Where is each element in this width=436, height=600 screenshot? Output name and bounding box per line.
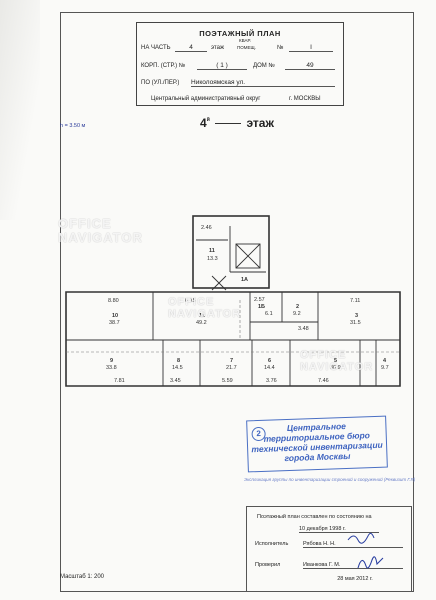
- room-10-area: 38.7: [109, 320, 120, 326]
- room-1b-area: 6.1: [265, 311, 273, 317]
- room-4-id: 4: [383, 358, 387, 364]
- stair-block: [192, 215, 270, 289]
- floor-number: 4: [200, 116, 207, 130]
- title-block: ПОЭТАЖНЫЙ ПЛАН НА ЧАСТЬ 4 этаж КВАР. ПОМ…: [136, 22, 344, 106]
- floor-label: этаж: [246, 116, 274, 130]
- footer-block: Поэтажный план составлен по состоянию на…: [246, 506, 412, 592]
- district: Центральный административный округ: [151, 96, 261, 102]
- executor-name: Рябова Н. Н.: [303, 541, 403, 548]
- room-6-area: 14.4: [264, 365, 275, 371]
- watermark-right-line-2: NAVIGATOR: [300, 361, 374, 373]
- watermark-line-1: OFFICE: [58, 216, 112, 231]
- room-7-area: 21.7: [226, 365, 237, 371]
- building-label: КОРП. (СТР.) №: [141, 63, 186, 69]
- watermark: OFFICE NAVIGATOR: [58, 217, 143, 245]
- ceiling-height-note: h = 3.50 м: [60, 123, 86, 129]
- room-9-id: 9: [110, 358, 114, 364]
- room-3-id: 3: [355, 313, 359, 319]
- room-8-area: 14.5: [172, 365, 183, 371]
- room-11-id: 11: [209, 248, 215, 254]
- footer-line-1: Поэтажный план составлен по состоянию на: [257, 514, 372, 520]
- floor-heading: 4й этаж: [200, 116, 274, 130]
- room-10-dim: 8.80: [108, 298, 119, 304]
- room-3-area: 31.5: [350, 320, 361, 326]
- room-6-id: 6: [268, 358, 272, 364]
- room-2-area: 9.2: [293, 311, 301, 317]
- room-6-dim: 3.76: [266, 378, 277, 384]
- apt-label-2: ПОМЕЩ.: [237, 45, 256, 50]
- stamp-note: Экспликация группы по инвентаризации стр…: [244, 477, 416, 482]
- watermark-line-2: NAVIGATOR: [58, 230, 143, 245]
- room-3-dim: 7.11: [350, 298, 361, 304]
- room-11-extra: 2.46: [201, 225, 212, 231]
- room-8-dim: 3.45: [170, 378, 181, 384]
- executor-label: Исполнитель: [255, 541, 289, 547]
- executor-signature: [347, 532, 375, 544]
- room-12-id: 12: [199, 313, 206, 319]
- plan-title: ПОЭТАЖНЫЙ ПЛАН: [199, 29, 281, 38]
- room-9-dim: 7.81: [114, 378, 125, 384]
- checker-name: Иванкова Г. М.: [303, 562, 403, 569]
- room-1b-dim: 2.57: [254, 297, 265, 303]
- part-unit: этаж: [211, 45, 224, 51]
- room-1b-id: 1Б: [258, 304, 266, 310]
- room-1a-id: 1А: [241, 277, 249, 283]
- floor-outline: [65, 291, 401, 387]
- page-frame: [60, 12, 414, 592]
- street-label: ПО (УЛ./ПЕР.): [141, 80, 180, 86]
- building-value: ( 1 ): [197, 62, 247, 70]
- watermark-center-line-1: OFFICE: [168, 296, 215, 308]
- room-2-dim: 3.48: [298, 326, 309, 332]
- floor-suffix: й: [206, 117, 210, 123]
- watermark-center-line-2: NAVIGATOR: [168, 308, 242, 320]
- scale-label: Масштаб 1: 200: [60, 574, 105, 580]
- room-5-area: 30.9: [330, 365, 341, 371]
- footer-date-2: 28 мая 2012 г.: [337, 576, 373, 582]
- street-value: Николоямская ул.: [191, 79, 335, 87]
- room-8-id: 8: [177, 358, 181, 364]
- watermark-center: OFFICE NAVIGATOR: [168, 296, 241, 320]
- room-4-area: 9.7: [381, 365, 389, 371]
- room-12-dim: 6.15: [185, 298, 196, 304]
- room-10-id: 10: [112, 313, 119, 319]
- part-value: 4: [175, 44, 207, 52]
- room-12-area: 49.2: [196, 320, 207, 326]
- city: г. МОСКВЫ: [289, 96, 321, 102]
- apt-value: I: [289, 44, 333, 52]
- room-7-id: 7: [230, 358, 234, 364]
- room-5-id: 5: [334, 358, 338, 364]
- room-11-area: 13.3: [207, 256, 218, 262]
- page-fold-shadow: [0, 0, 40, 220]
- checker-label: Проверил: [255, 562, 281, 568]
- watermark-right-line-1: OFFICE: [300, 349, 347, 361]
- checker-signature: [357, 556, 384, 569]
- apt-label-1: КВАР.: [239, 38, 251, 43]
- apt-no-label: №: [277, 45, 284, 51]
- house-value: 49: [285, 62, 335, 70]
- watermark-right: OFFICE NAVIGATOR: [300, 349, 373, 373]
- part-label: НА ЧАСТЬ: [141, 45, 171, 51]
- house-label: ДОМ №: [253, 63, 275, 69]
- footer-date-1: 10 декабря 1998 г.: [299, 526, 379, 533]
- room-9-area: 33.8: [106, 365, 117, 371]
- room-7-dim: 5.59: [222, 378, 233, 384]
- room-2-id: 2: [296, 304, 300, 310]
- room-5-dim: 7.46: [318, 378, 329, 384]
